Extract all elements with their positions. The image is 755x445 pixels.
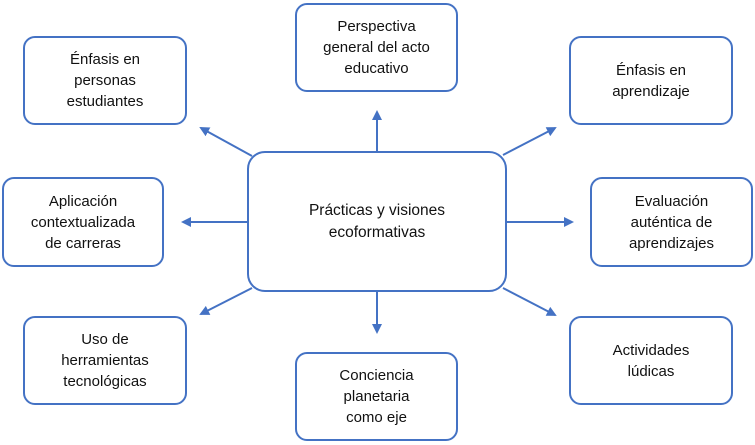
node-line: contextualizada <box>30 213 136 231</box>
node-line: Prácticas y visiones <box>308 201 446 219</box>
node-actividades-ludicas: Actividades lúdicas <box>569 316 733 405</box>
node-conciencia-planetaria: Conciencia planetaria como eje <box>295 352 458 441</box>
node-line: de carreras <box>45 234 121 252</box>
node-line: estudiantes <box>66 93 144 110</box>
node-line: Énfasis en <box>69 51 141 68</box>
node-line: general del acto <box>323 39 430 56</box>
node-line: ecoformativas <box>328 223 426 241</box>
arrow-to-top-left <box>199 127 253 157</box>
node-herramientas-tecnologicas: Uso de herramientas tecnológicas <box>23 316 187 405</box>
arrow-to-bottom-left <box>199 287 253 315</box>
node-line: tecnológicas <box>63 373 147 390</box>
node-line: planetaria <box>343 388 410 405</box>
node-enfasis-aprendizaje: Énfasis en aprendizaje <box>569 36 733 125</box>
node-line: aprendizajes <box>628 234 715 252</box>
node-line: Aplicación <box>48 192 118 210</box>
node-line: Conciencia <box>339 367 414 384</box>
node-line: lúdicas <box>627 362 675 380</box>
node-line: Énfasis en <box>615 61 687 79</box>
node-aplicacion-contextualizada: Aplicación contextualizada de carreras <box>2 177 164 267</box>
node-line: Actividades <box>612 341 690 359</box>
node-enfasis-personas-estudiantes: Énfasis en personas estudiantes <box>23 36 187 125</box>
node-line: Perspectiva <box>337 18 416 35</box>
node-line: personas <box>74 72 136 89</box>
arrow-to-top-right <box>502 127 557 156</box>
node-line: aprendizaje <box>612 82 690 100</box>
node-line: Uso de <box>81 331 129 348</box>
node-line: como eje <box>346 409 407 426</box>
node-perspectiva-general: Perspectiva general del acto educativo <box>295 3 458 92</box>
arrow-to-bottom-right <box>502 287 557 316</box>
central-node: Prácticas y visiones ecoformativas <box>247 151 507 292</box>
node-line: Evaluación <box>634 192 709 210</box>
node-line: educativo <box>344 60 409 77</box>
node-line: herramientas <box>61 352 149 369</box>
node-evaluacion-autentica: Evaluación auténtica de aprendizajes <box>590 177 753 267</box>
node-line: auténtica de <box>630 213 713 231</box>
